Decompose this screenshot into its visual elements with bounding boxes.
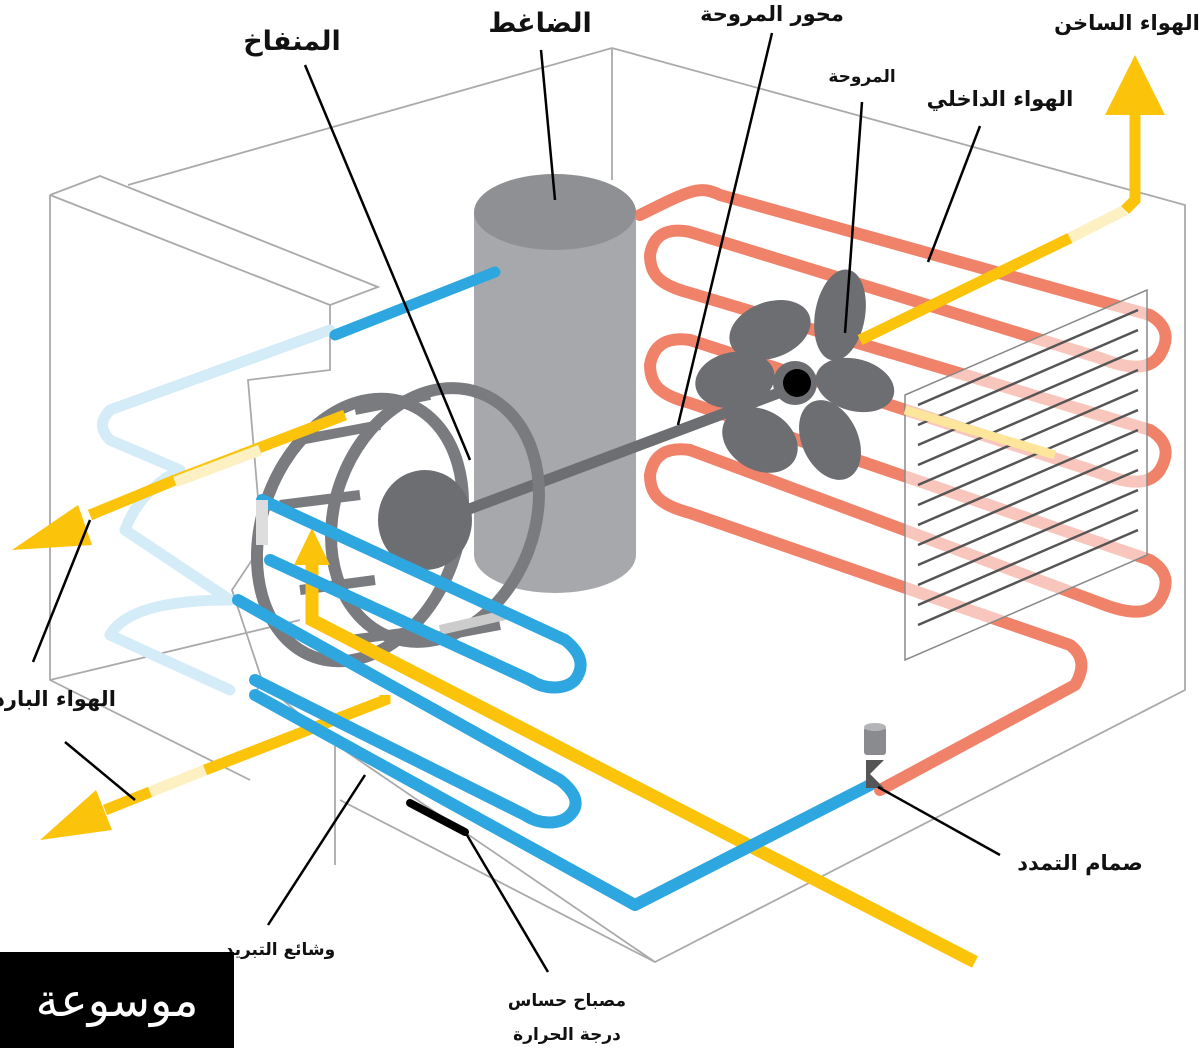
label-indoor-air: الهواء الداخلي [927, 87, 1074, 111]
cold-coil-background [97, 324, 336, 696]
cold-air-arrowhead-top [12, 505, 92, 550]
logo-text: موسوعة [35, 973, 199, 1027]
leader-lines [31, 32, 1001, 973]
cold-coil [232, 494, 876, 911]
fan-hub [783, 369, 811, 397]
label-thermostat-line2: درجة الحرارة [513, 1025, 621, 1045]
suction-line [329, 266, 501, 341]
condenser-grille [904, 288, 1148, 662]
compressor [474, 174, 636, 593]
label-expansion-valve: صمام التمدد [1017, 851, 1143, 875]
hot-air-arrowhead [1105, 55, 1165, 115]
label-thermostat-line1: مصباح حساس [508, 991, 626, 1011]
fan [695, 269, 895, 480]
label-blower: المنفاخ [243, 26, 341, 57]
label-hot-air: الهواء الساخن [1054, 11, 1200, 35]
label-cooling-coils: وشائع التبريد [225, 940, 335, 960]
expansion-valve [864, 723, 886, 788]
cold-air-arrowhead-bottom [40, 790, 112, 840]
hot-air-flow [857, 55, 1165, 460]
label-fan-shaft: محور المروحة [700, 2, 844, 26]
label-compressor: الضاغط [488, 8, 592, 39]
label-cold-air: الهواء البارد [0, 687, 116, 711]
label-fan: المروحة [828, 67, 895, 87]
site-logo: موسوعة [0, 952, 234, 1048]
thermostat-bulb [406, 799, 469, 836]
return-air-arrowhead [294, 528, 330, 565]
